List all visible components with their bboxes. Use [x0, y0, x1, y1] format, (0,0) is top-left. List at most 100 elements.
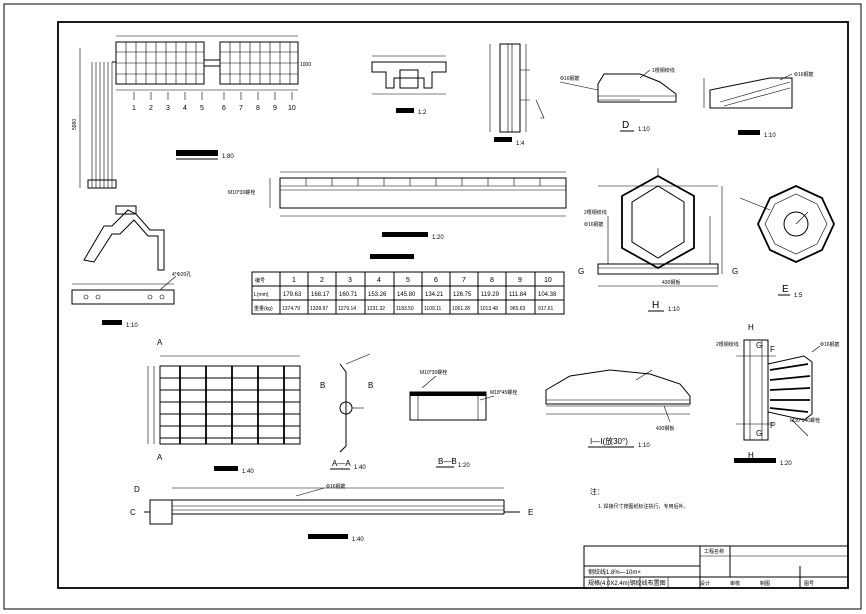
table-r1-c6: 1109.11: [424, 306, 442, 312]
side-view-scale: 1:10: [126, 323, 138, 329]
side-view-callout: 4*Φ20孔: [172, 271, 191, 278]
plate-plan: A A 1:40: [147, 338, 301, 475]
section-aa-mark-b-right: B: [368, 381, 373, 390]
view-h-mark-g-left: G: [578, 267, 584, 276]
long-view-mark-e: E: [528, 508, 533, 517]
notes-line-1: 1. 焊接尺寸按图纸标注执行，专用后补。: [598, 503, 689, 510]
title-project: 工程名称: [704, 548, 724, 555]
table-r0-c5: 145.80: [397, 292, 416, 298]
section-aa-mark-b-left: B: [320, 381, 325, 390]
table-header-8: 8: [490, 277, 494, 284]
long-view-mark-d: D: [134, 485, 140, 494]
view-i-scale: 1:10: [638, 443, 650, 449]
view-h-title: H: [652, 300, 659, 311]
detail-1-scale: 1:2: [418, 110, 427, 116]
view-right-scale: 1:10: [764, 133, 776, 139]
plan-number-7: 7: [239, 105, 243, 112]
elevation-view: M10*30螺栓 1:20: [228, 171, 567, 241]
table-r0-c0: L(mm): [254, 292, 269, 298]
long-view-callout: Φ16钢筋: [326, 483, 346, 490]
view-right: Φ16钢筋 1:10: [703, 71, 814, 139]
anchor-mark-f-bottom: F: [770, 421, 775, 430]
long-view: Φ16钢筋 C D E 1:40: [130, 483, 533, 543]
plate-plan-mark-a-bottom: A: [157, 453, 163, 462]
elevation-left-label: M10*30螺栓: [228, 189, 255, 196]
view-e-title: E: [782, 284, 789, 295]
table-r0-c9: 111.84: [509, 292, 527, 298]
side-view: 4*Φ20孔 1:10: [71, 205, 191, 329]
plan-scale: 1:80: [222, 154, 234, 160]
view-i-callout: 430钢板: [656, 425, 674, 432]
table-r0-c8: 119.29: [481, 292, 500, 298]
plan-number-6: 6: [222, 105, 226, 112]
anchor-detail: H H G G F F 2根钢绞线 Φ16钢筋 M30*140螺栓 1:20: [716, 323, 840, 467]
table-r0-c2: 168.17: [311, 292, 330, 298]
data-table: 编号 1 2 3 4 5 6 7 8 9 10 L(mm) 179.63 168…: [251, 254, 565, 315]
view-i: 430钢板 I—I(放30°) 1:10: [545, 369, 691, 449]
section-bb-scale: 1:20: [458, 463, 470, 469]
view-h-mark-g-right: G: [732, 267, 738, 276]
title-drawing-name: 钢绞线1.8%—10m×: [588, 568, 641, 576]
table-header-7: 7: [462, 277, 466, 284]
table-r1-c9: 965.63: [510, 306, 526, 312]
anchor-mark-f-top: F: [770, 345, 775, 354]
section-bb-callout-b: M18*45螺栓: [490, 389, 517, 396]
table-r1-c5: 1183.50: [396, 306, 414, 312]
table-r0-c6: 134.21: [425, 292, 444, 298]
view-h-callout-c: 430钢板: [662, 279, 680, 286]
table-header-1: 1: [292, 277, 296, 284]
table-header-5: 5: [406, 277, 410, 284]
title-drawing-no: 图号: [804, 581, 814, 587]
table-r1-c4: 1231.32: [367, 306, 385, 312]
inner-frame: [57, 21, 849, 589]
detail-2-scale: 1:4: [516, 141, 525, 147]
table-header-6: 6: [434, 277, 438, 284]
plan-number-1: 1: [132, 105, 136, 112]
plan-number-9: 9: [273, 105, 277, 112]
anchor-detail-scale: 1:20: [780, 461, 792, 467]
table-r0-c1: 179.63: [283, 292, 302, 298]
view-d-title: D: [622, 120, 629, 131]
view-h-callout-b: Φ16钢筋: [584, 221, 604, 228]
plate-plan-mark-a-top: A: [157, 338, 163, 347]
section-bb-title: B—B: [438, 457, 457, 466]
table-r1-c2: 1328.97: [310, 306, 328, 312]
section-bb-callout-a: M10*30螺栓: [420, 369, 447, 376]
section-aa: B B A—A 1:40: [320, 353, 373, 471]
notes-heading: 注：: [590, 487, 604, 496]
cable-bundle: 5980: [72, 48, 117, 189]
plan-title-bar: [176, 150, 218, 156]
view-right-callout: Φ16钢筋: [794, 71, 814, 78]
title-block: 工程名称 钢绞线1.8%—10m× 规格(4.0X2.4m)钢绞线布置图 设计 …: [583, 545, 849, 589]
view-d-callout-a: 1根钢绞线: [652, 67, 675, 74]
outer-border: [3, 3, 862, 610]
plan-view: 5980 1000: [72, 35, 311, 189]
table-r1-c0: 重量(kg): [254, 305, 273, 312]
section-bb: M10*30螺栓 M18*45螺栓 B—B 1:20: [409, 369, 517, 469]
elevation-scale: 1:20: [432, 235, 444, 241]
view-e-scale: 1:5: [794, 293, 803, 299]
table-r0-c10: 104.38: [538, 292, 557, 298]
section-aa-scale: 1:40: [354, 465, 366, 471]
title-design: 设计: [700, 580, 710, 587]
notes: 注： 1. 焊接尺寸按图纸标注执行，专用后补。: [590, 487, 689, 510]
table-r1-c8: 1013.48: [480, 306, 498, 312]
table-r1-c10: 917.61: [538, 306, 554, 312]
long-view-scale: 1:40: [352, 537, 364, 543]
plan-number-2: 2: [149, 105, 153, 112]
view-h-scale: 1:10: [668, 307, 680, 313]
plan-number-3: 3: [166, 105, 170, 112]
anchor-callout-b: Φ16钢筋: [820, 341, 840, 348]
plan-number-4: 4: [183, 105, 187, 112]
table-header-0: 编号: [255, 277, 265, 284]
svg-text:5980: 5980: [72, 119, 78, 130]
anchor-mark-h-top: H: [748, 323, 754, 332]
table-r0-c4: 153.26: [368, 292, 387, 298]
table-header-2: 2: [320, 277, 324, 284]
table-header-10: 10: [544, 277, 552, 284]
detail-2: 1:4: [489, 43, 545, 147]
plan-number-10: 10: [288, 105, 296, 112]
title-drawing-sub: 规格(4.0X2.4m)钢绞线布置图: [588, 579, 666, 587]
table-r0-c3: 160.71: [339, 292, 358, 298]
anchor-callout-a: 2根钢绞线: [716, 341, 739, 348]
